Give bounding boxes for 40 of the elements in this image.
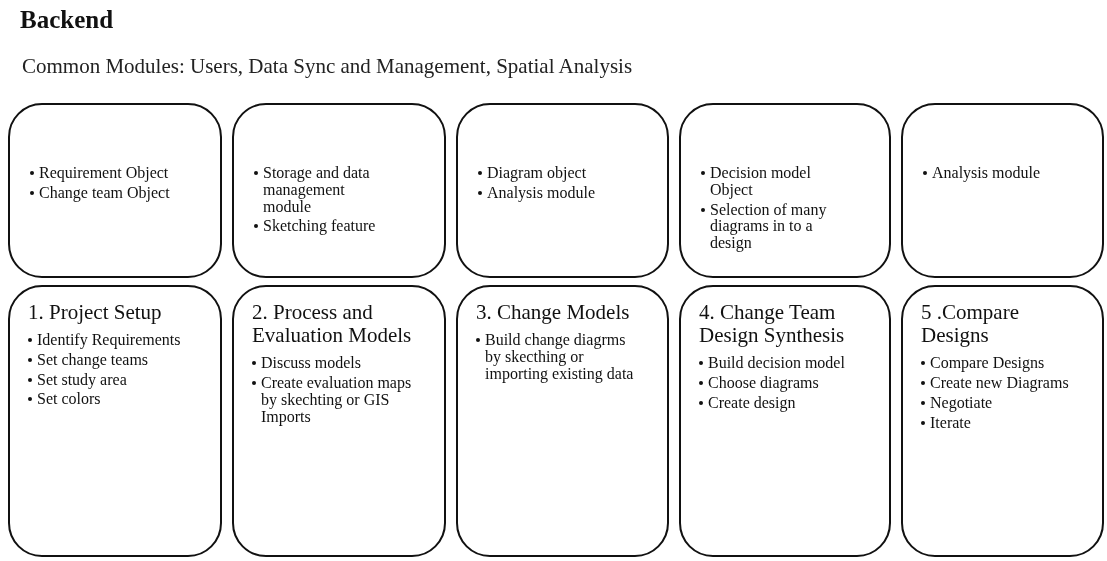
bullet-item: Compare Designs — [930, 354, 1045, 372]
step-heading: 3. Change Models — [476, 301, 631, 325]
bullet-item: Change team Object — [39, 183, 170, 201]
subtitle: Common Modules: Users, Data Sync and Management, Spatial Analysis — [22, 54, 633, 79]
bullet-item: Diagram object — [487, 164, 587, 181]
bullet-item: Selection of many diagrams in to a design — [710, 200, 827, 252]
step-heading: 5 .Compare Designs — [921, 301, 1020, 348]
bullet-item: Create design — [708, 393, 796, 411]
step-heading: 4. Change Team Design Synthesis — [699, 301, 846, 348]
step-box — [8, 285, 222, 557]
title: Backend — [20, 6, 114, 34]
bullet-item: Set change teams — [37, 350, 149, 368]
bullet-item: Create evaluation maps by skechting or GIS Imports — [261, 374, 412, 425]
bullet-item: Decision model Object — [710, 164, 811, 198]
bullet-item: Sketching feature — [263, 217, 376, 235]
bullet-item: Requirement Object — [39, 164, 169, 181]
bullet-item: Create new Diagrams — [930, 374, 1069, 391]
step-heading: 1. Project Setup — [28, 301, 163, 325]
step-box — [232, 285, 446, 557]
step-box — [456, 285, 669, 557]
bullet-item: Discuss models — [261, 354, 361, 372]
bullet-item: Build change diagrms by skecthing or importing existing data — [485, 331, 634, 382]
bullet-item: Set colors — [37, 390, 101, 408]
bullet-item: Storage and data management module — [263, 164, 370, 215]
step-box — [901, 285, 1104, 557]
bullet-item: Identify Requirements — [37, 331, 181, 349]
bullet-item: Analysis module — [932, 164, 1040, 181]
module-box — [232, 103, 446, 278]
module-box — [901, 103, 1104, 278]
step-heading: 2. Process and Evaluation Models — [252, 301, 413, 348]
bullet-item: Negotiate — [930, 393, 993, 411]
bullet-item: Set study area — [37, 370, 127, 388]
module-box — [456, 103, 669, 278]
bullet-item: Iterate — [930, 413, 971, 431]
step-box — [679, 285, 891, 557]
bullet-item: Choose diagrams — [708, 374, 819, 391]
module-box — [8, 103, 222, 278]
module-box — [679, 103, 891, 278]
bullet-item: Build decision model — [708, 354, 845, 372]
bullet-item: Analysis module — [487, 183, 595, 201]
